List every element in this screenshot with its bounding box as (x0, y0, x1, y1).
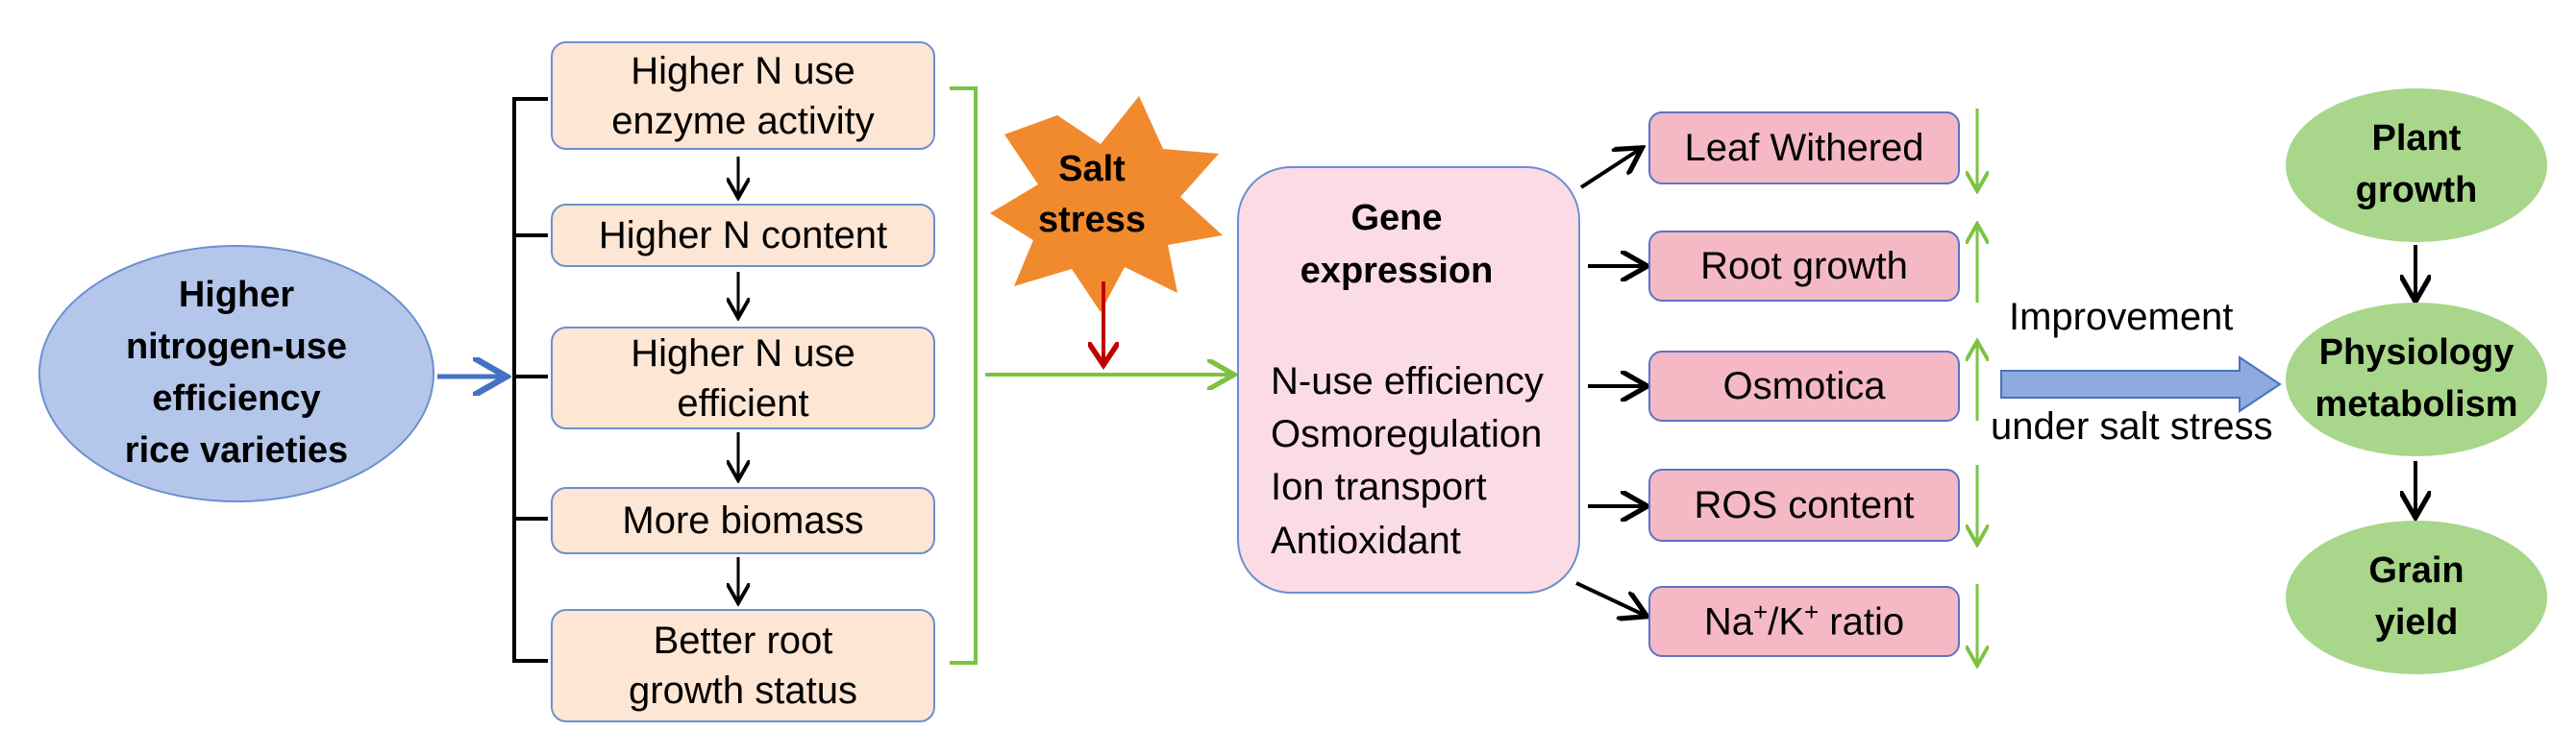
salt-stress-burst (990, 96, 1223, 312)
result-physiology-metabolism: Physiology metabolism (2286, 303, 2547, 456)
stress-text: stress (1038, 200, 1146, 241)
trait-text: Higher N use (631, 49, 855, 92)
trait-box-enzyme: Higher N use enzyme activity (551, 41, 935, 150)
traits-right-bracket (950, 86, 978, 665)
outcome-text: Root growth (1700, 245, 1908, 287)
gene-expression-box (1237, 166, 1580, 594)
result-plant-growth: Plant growth (2286, 88, 2547, 242)
gene-to-ratio-arrow (1575, 581, 1644, 615)
trait-box-n-use: Higher N use efficient (551, 327, 935, 429)
outcome-text: Na+/K+ ratio (1703, 597, 1905, 644)
gene-title-text: expression (1300, 251, 1494, 292)
source-line: nitrogen-use (125, 327, 348, 368)
gene-mechanism-item: Osmoregulation (1271, 413, 1543, 456)
trait-text: efficient (677, 381, 809, 425)
trait-text: growth status (629, 670, 857, 712)
gene-mechanism-item: N-use efficiency (1271, 360, 1544, 402)
gene-title-text: Gene (1350, 198, 1443, 238)
gene-mechanism-item: Ion transport (1271, 466, 1487, 509)
traits-left-bracket (512, 97, 548, 663)
improvement-condition-label: under salt stress (1991, 405, 2273, 448)
outcome-text: Leaf Withered (1684, 127, 1924, 169)
result-text: Grain (2368, 550, 2465, 592)
trait-box-n-content: Higher N content (551, 204, 935, 267)
stress-text: Salt (1058, 149, 1126, 189)
trait-box-biomass: More biomass (551, 487, 935, 554)
result-text: metabolism (2315, 384, 2518, 425)
outcome-text: ROS content (1694, 484, 1915, 526)
outcome-root-growth: Root growth (1648, 231, 1960, 302)
gene-mechanism-list: N-use efficiency Osmoregulation Ion tran… (1271, 355, 1544, 568)
outcome-osmotica: Osmotica (1648, 351, 1960, 422)
result-text: growth (2355, 170, 2478, 210)
outcome-ros-content: ROS content (1648, 469, 1960, 542)
gene-title: Gene expression (1238, 192, 1555, 298)
gene-mechanism-item: Antioxidant (1271, 519, 1461, 562)
source-ellipse: Higher nitrogen-use efficiency rice vari… (38, 245, 434, 502)
trait-box-root-status: Better root growth status (551, 609, 935, 722)
outcome-leaf-withered: Leaf Withered (1648, 111, 1960, 184)
trait-text: enzyme activity (611, 99, 875, 142)
source-line: efficiency (152, 378, 321, 419)
result-text: yield (2374, 602, 2459, 643)
trait-text: Higher N content (598, 214, 888, 256)
result-grain-yield: Grain yield (2286, 521, 2547, 674)
result-text: Physiology (2318, 332, 2514, 374)
trait-text: More biomass (622, 499, 864, 542)
source-line: rice varieties (124, 429, 349, 471)
improvement-label: Improvement (2009, 296, 2234, 338)
salt-stress-label: Salt stress (996, 144, 1188, 246)
improvement-block-arrow (2000, 355, 2282, 413)
outcome-text: Osmotica (1722, 365, 1886, 407)
trait-text: Higher N use (631, 331, 855, 375)
outcome-na-k-ratio: Na+/K+ ratio (1648, 586, 1960, 657)
trait-text: Better root (653, 620, 833, 662)
gene-to-leaf-arrow (1579, 150, 1639, 189)
result-text: Plant (2371, 118, 2462, 159)
source-line: Higher (178, 275, 295, 316)
